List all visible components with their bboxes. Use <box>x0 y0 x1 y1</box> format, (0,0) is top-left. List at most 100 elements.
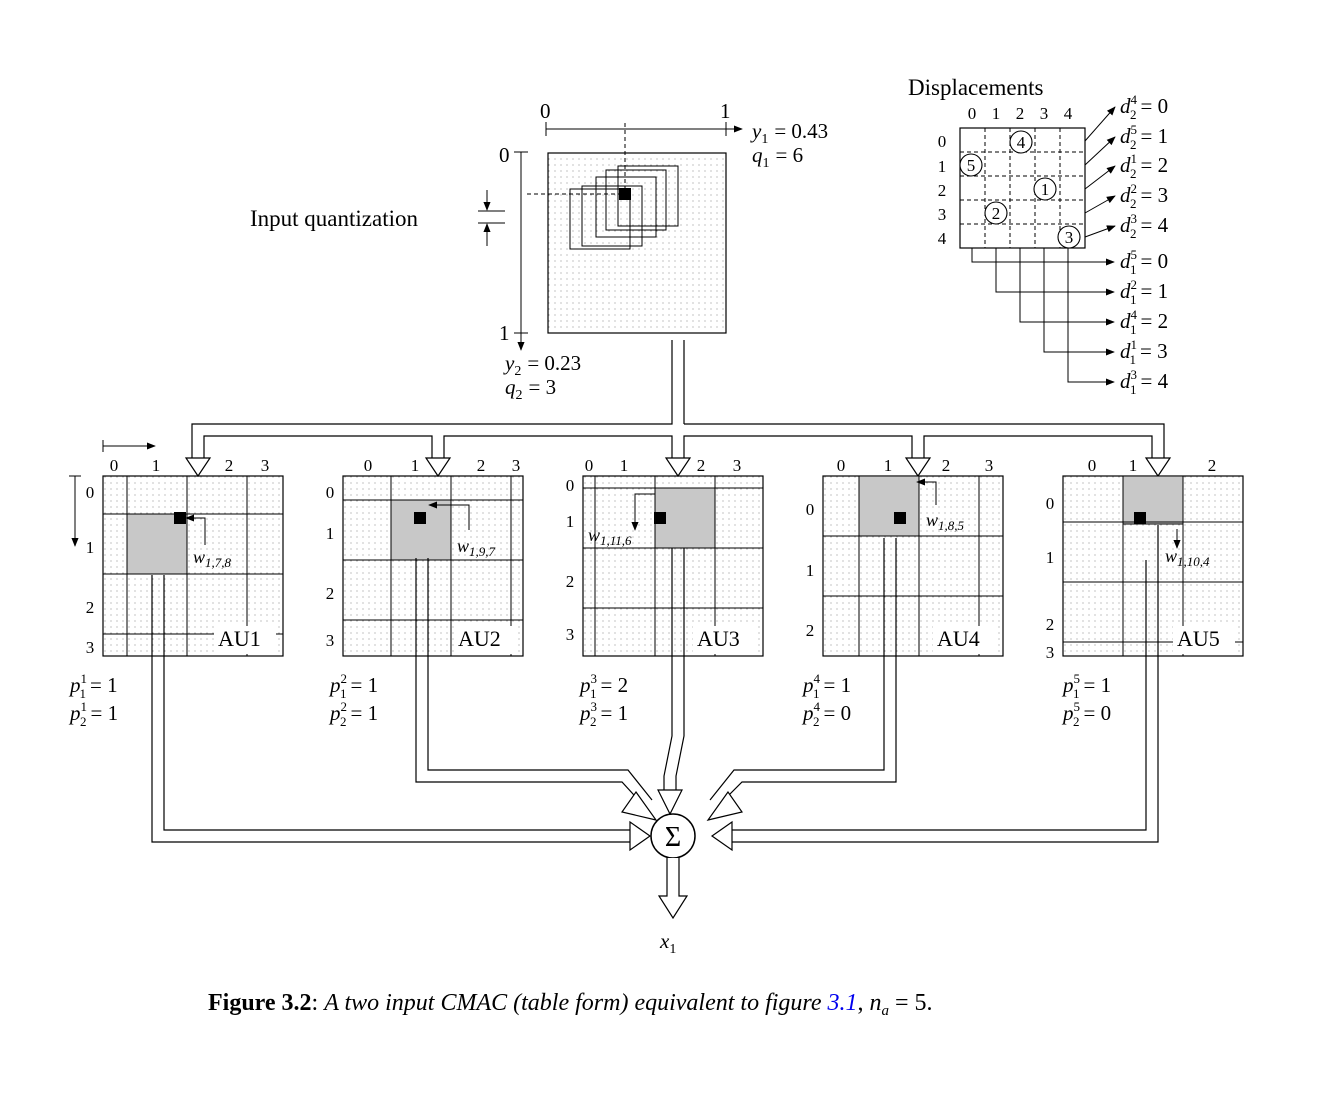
au-name: AU4 <box>937 626 980 651</box>
au-col-tick: 3 <box>512 456 521 475</box>
displacement-row-tick: 3 <box>938 205 947 224</box>
displacement-circle <box>1033 177 1057 201</box>
input-point <box>414 512 426 524</box>
displacement-row-tick: 2 <box>938 181 947 200</box>
au-col-tick: 2 <box>477 456 486 475</box>
active-cell <box>858 475 920 537</box>
bus-arrowheads <box>184 457 1172 478</box>
au-name: AU1 <box>218 626 261 651</box>
displacement-row-tick: 1 <box>938 157 947 176</box>
input-point <box>174 512 186 524</box>
displacements-title: Displacements <box>908 75 1043 100</box>
weight-label: w1,8,5 <box>926 510 965 533</box>
au-col-tick: 3 <box>733 456 742 475</box>
q1-equation: q1= 6 <box>752 143 803 171</box>
displacement-circle-label: 4 <box>1017 133 1026 152</box>
au-row-tick: 3 <box>86 638 95 657</box>
au-col-tick: 2 <box>697 456 706 475</box>
weight-label: w1,11,6 <box>588 525 632 548</box>
displacement-circle-label: 1 <box>1041 180 1050 199</box>
weight-label: w1,10,4 <box>1165 546 1210 569</box>
displacement-row-tick: 4 <box>938 229 947 248</box>
displacement-row-tick: 0 <box>938 132 947 151</box>
au-col-tick: 0 <box>364 456 373 475</box>
au-row-tick: 1 <box>566 512 575 531</box>
au-col-tick: 2 <box>942 456 951 475</box>
displacement-circle <box>1057 225 1081 249</box>
au-row-tick: 1 <box>326 524 335 543</box>
au-row-tick: 3 <box>566 625 575 644</box>
au-name: AU2 <box>458 626 501 651</box>
displacement-circle-label: 5 <box>967 156 976 175</box>
au-col-tick: 2 <box>225 456 234 475</box>
output-arrowheads <box>621 789 743 852</box>
displacement-circle <box>984 201 1008 225</box>
figure-caption: Figure 3.2: A two input CMAC (table form… <box>208 990 933 1019</box>
displacement-circle <box>959 153 983 177</box>
au-col-tick: 3 <box>261 456 270 475</box>
au-row-tick: 2 <box>1046 615 1055 634</box>
input-quantization-panel: Input quantization 0 1 0 1 y1= 0.43 q <box>250 99 828 403</box>
au-row-tick: 0 <box>326 483 335 502</box>
input-bus <box>191 340 1165 458</box>
y2-equation: y2= 0.23 <box>503 351 581 379</box>
input-point <box>619 188 631 200</box>
au-row-tick: 0 <box>806 500 815 519</box>
input-y-tick-0: 0 <box>499 143 510 167</box>
au-col-tick: 1 <box>152 456 161 475</box>
input-x-tick-0: 0 <box>540 99 551 123</box>
au-col-tick: 0 <box>1088 456 1097 475</box>
displacement-col-tick: 3 <box>1040 104 1049 123</box>
au-row-tick: 3 <box>1046 643 1055 662</box>
au-row-tick: 0 <box>566 476 575 495</box>
au-col-tick: 1 <box>884 456 893 475</box>
au-name: AU5 <box>1177 626 1220 651</box>
output-arrow <box>657 858 689 920</box>
figure-reference-link[interactable]: 3.1 <box>827 990 858 1016</box>
au-row-tick: 1 <box>1046 548 1055 567</box>
y1-equation: y1= 0.43 <box>750 119 828 147</box>
input-quantization-label: Input quantization <box>250 206 418 231</box>
displacement-circle-label: 3 <box>1065 228 1074 247</box>
displacement-circle-label: 2 <box>992 204 1001 223</box>
summation-symbol: Σ <box>665 822 681 853</box>
input-point <box>654 512 666 524</box>
au-row-tick: 2 <box>566 572 575 591</box>
au-col-tick: 3 <box>985 456 994 475</box>
input-x-tick-1: 1 <box>720 99 731 123</box>
displacement-col-tick: 4 <box>1064 104 1073 123</box>
active-cell <box>1122 475 1184 525</box>
weight-label: w1,7,8 <box>193 547 232 570</box>
displacement-col-tick: 2 <box>1016 104 1025 123</box>
au-col-tick: 2 <box>1208 456 1217 475</box>
input-point <box>1134 512 1146 524</box>
au-row-tick: 1 <box>86 538 95 557</box>
input-point <box>894 512 906 524</box>
displacement-circle <box>1009 130 1033 154</box>
au-row-tick: 0 <box>86 483 95 502</box>
active-cell <box>390 499 452 561</box>
au-col-tick: 0 <box>837 456 846 475</box>
weight-label: w1,9,7 <box>457 536 496 559</box>
